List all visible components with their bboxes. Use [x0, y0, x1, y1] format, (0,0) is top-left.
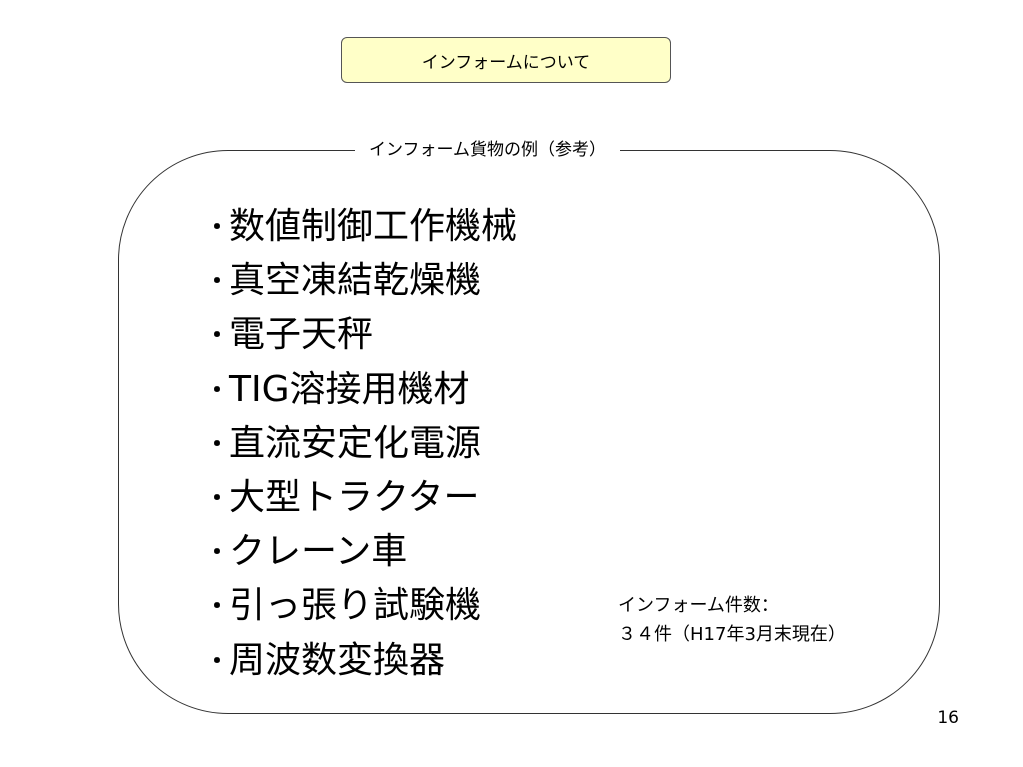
- list-item: ・数値制御工作機械: [205, 200, 517, 254]
- frame-label: インフォーム貨物の例（参考）: [355, 138, 620, 162]
- list-item: ・周波数変換器: [205, 634, 517, 688]
- slide-title: インフォームについて: [421, 52, 591, 73]
- bullet-marker: ・: [205, 267, 229, 296]
- page-number: 16: [937, 708, 959, 728]
- list-item-text: 直流安定化電源: [229, 422, 482, 464]
- bullet-marker: ・: [205, 429, 229, 458]
- count-note-label: インフォーム件数：: [618, 595, 779, 616]
- list-item: ・引っ張り試験機: [205, 579, 517, 633]
- list-item-text: クレーン車: [229, 531, 408, 573]
- slide-title-box: インフォームについて: [341, 37, 671, 83]
- list-item-text: 数値制御工作機械: [229, 206, 518, 248]
- list-item-text: 周波数変換器: [229, 639, 446, 681]
- example-items-list: ・数値制御工作機械 ・真空凍結乾燥機 ・電子天秤 ・TIG溶接用機材 ・直流安定…: [205, 200, 517, 688]
- list-item-text: 真空凍結乾燥機: [229, 260, 482, 302]
- bullet-marker: ・: [205, 484, 229, 513]
- bullet-marker: ・: [205, 213, 229, 242]
- bullet-marker: ・: [205, 538, 229, 567]
- count-note-value: ３４件（H17年3月末現在）: [618, 624, 846, 645]
- list-item: ・クレーン車: [205, 525, 517, 579]
- list-item-text: TIG溶接用機材: [229, 368, 470, 410]
- list-item-text: 大型トラクター: [229, 477, 480, 519]
- bullet-marker: ・: [205, 321, 229, 350]
- list-item: ・大型トラクター: [205, 471, 517, 525]
- bullet-marker: ・: [205, 375, 229, 404]
- list-item-text: 引っ張り試験機: [229, 585, 482, 627]
- list-item: ・真空凍結乾燥機: [205, 254, 517, 308]
- list-item: ・直流安定化電源: [205, 417, 517, 471]
- list-item-text: 電子天秤: [229, 314, 374, 356]
- inform-count-note: インフォーム件数： ３４件（H17年3月末現在）: [618, 591, 846, 649]
- bullet-marker: ・: [205, 592, 229, 621]
- list-item: ・電子天秤: [205, 308, 517, 362]
- list-item: ・TIG溶接用機材: [205, 363, 517, 417]
- bullet-marker: ・: [205, 646, 229, 675]
